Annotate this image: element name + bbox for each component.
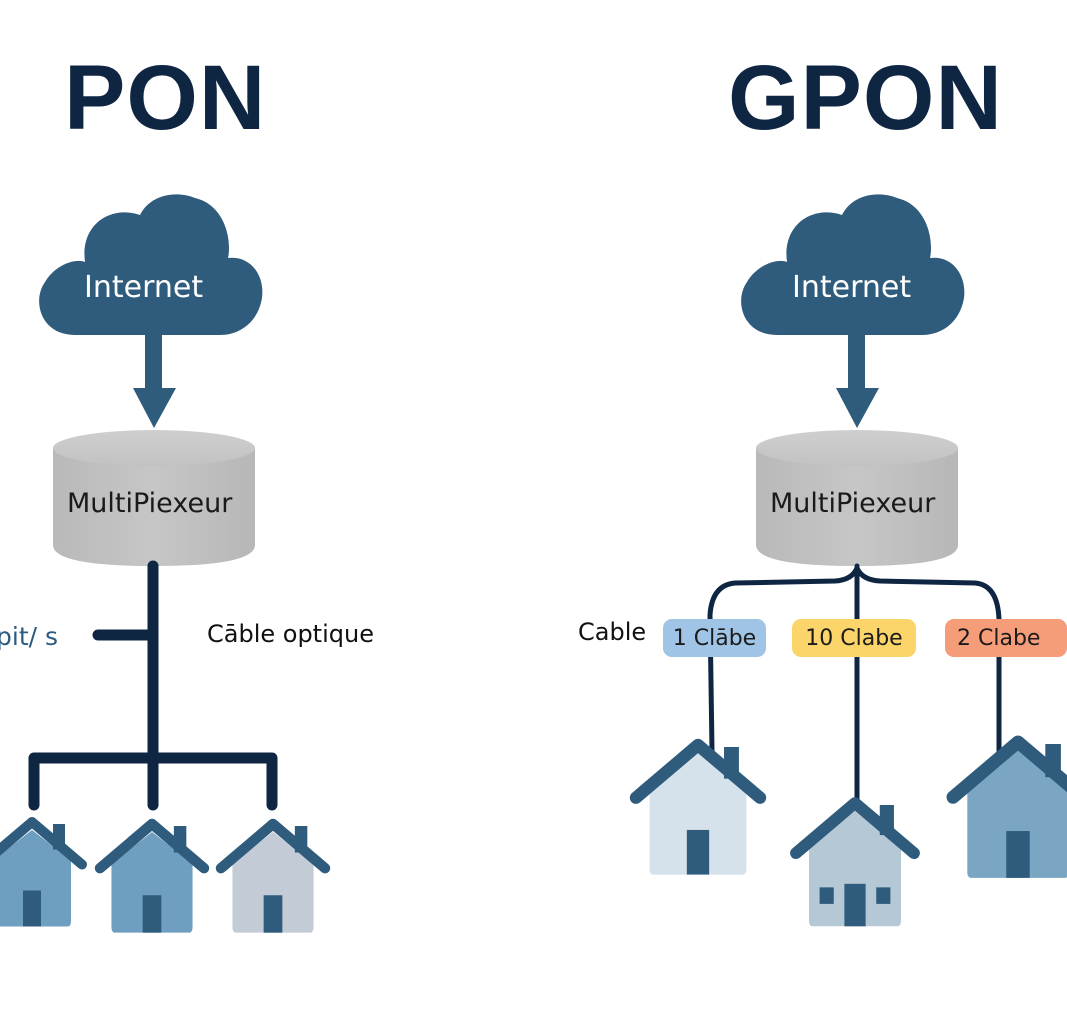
right-multiplexer-label: MultiPiexeur [770,488,936,519]
right-fiber-branches [707,563,1002,803]
right-house-2-icon [790,797,920,927]
cable-tag-2: 10 Clabe [792,619,916,657]
right-cloud-label: Internet [792,270,912,305]
left-cable-label: Cāble optique [207,620,374,648]
left-house-3-icon [215,818,331,933]
left-cloud-icon [39,194,263,335]
right-house-3-icon [946,735,1067,878]
right-multiplexer-cylinder [756,430,958,566]
pon-title: PON [64,47,267,149]
right-cloud-icon [741,194,965,335]
left-speed-label: pit/ s [0,622,59,651]
left-down-arrow-icon [133,333,176,428]
cable-tag-1: 1 Clābe [663,619,766,657]
left-house-2-icon [94,818,210,933]
right-house-1-icon [629,738,767,875]
left-multiplexer-label: MultiPiexeur [67,488,233,519]
cable-tag-3: 2 Clabe [945,619,1067,657]
left-multiplexer-cylinder [53,430,255,566]
left-house-1-icon [0,817,87,927]
gpon-title: GPON [728,47,1003,149]
right-down-arrow-icon [836,333,879,428]
left-cloud-label: Internet [84,270,204,305]
diagram-canvas [0,194,1067,933]
right-cable-label: Cable [578,618,647,646]
left-fiber-trunk [28,560,278,811]
